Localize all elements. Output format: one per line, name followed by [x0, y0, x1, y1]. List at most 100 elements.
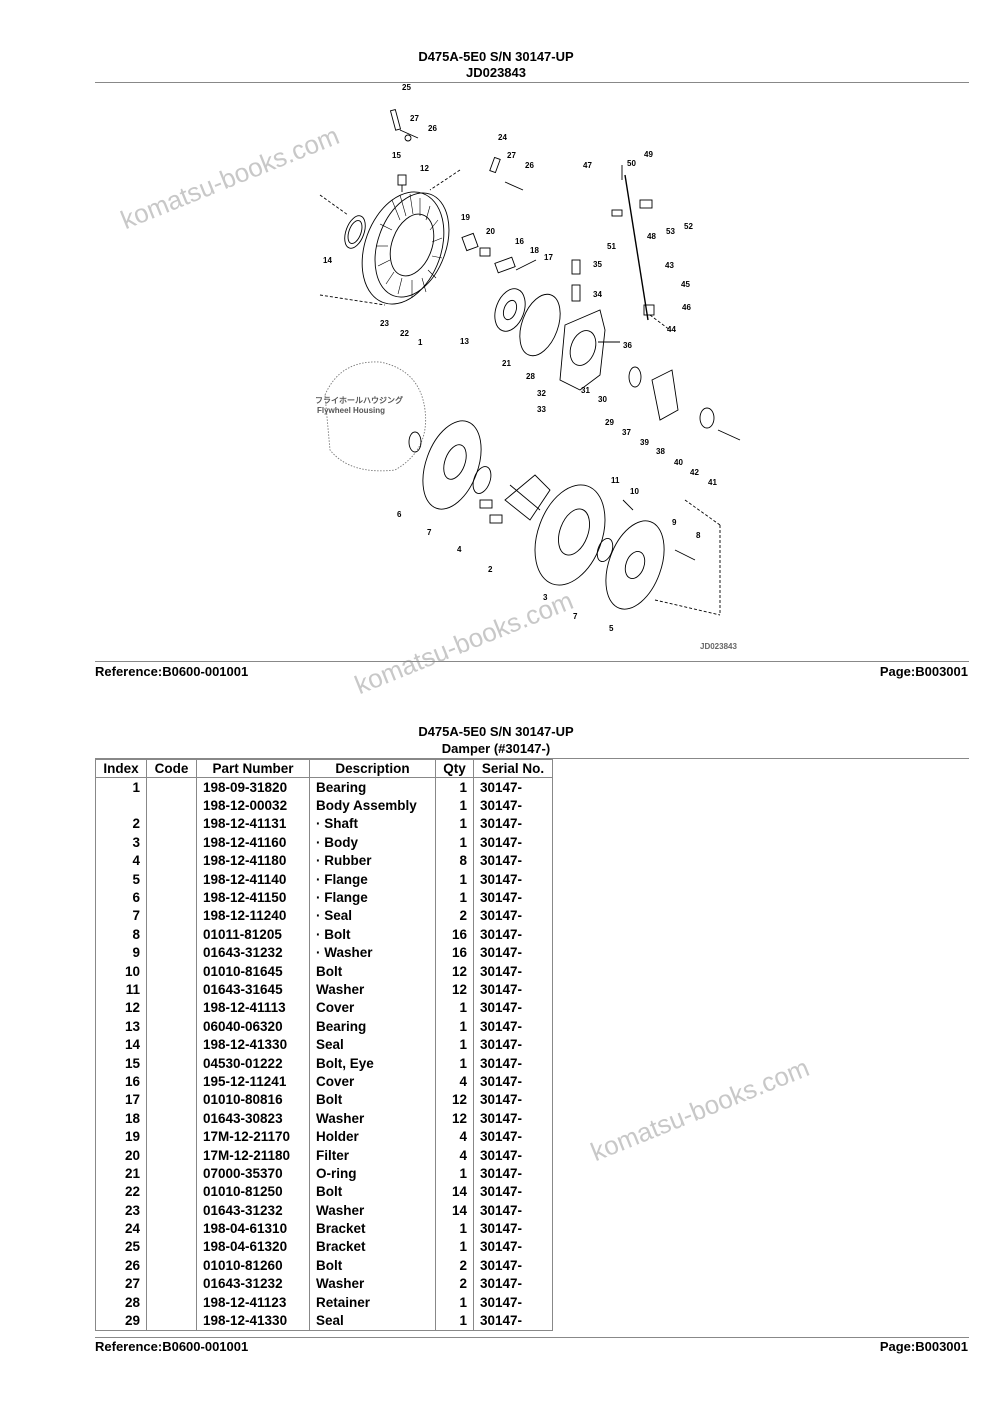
- svg-text:20: 20: [486, 227, 495, 236]
- row-qty: 1: [435, 833, 474, 852]
- row-index: 7: [95, 906, 147, 926]
- row-code: [146, 925, 197, 944]
- header-serial-no: Serial No.: [473, 759, 553, 778]
- svg-text:22: 22: [400, 329, 409, 338]
- svg-text:7: 7: [573, 612, 578, 621]
- row-index: 11: [95, 980, 147, 999]
- row-description: Bolt: [309, 1090, 436, 1110]
- row-code: [146, 869, 197, 889]
- row-part-number: 198-12-41160: [196, 833, 310, 852]
- watermark: komatsu-books.com: [586, 1052, 814, 1168]
- row-serial-no: 30147-: [473, 1274, 553, 1293]
- svg-text:50: 50: [627, 159, 636, 168]
- row-part-number: 198-12-41330: [196, 1035, 310, 1054]
- row-qty: 16: [435, 925, 474, 944]
- row-serial-no: 30147-: [473, 1200, 553, 1220]
- svg-text:34: 34: [593, 290, 602, 299]
- row-index: 8: [95, 925, 147, 944]
- row-code: [146, 1090, 197, 1110]
- svg-text:29: 29: [605, 418, 614, 427]
- svg-text:37: 37: [622, 428, 631, 437]
- svg-text:33: 33: [537, 405, 546, 414]
- svg-text:13: 13: [460, 337, 469, 346]
- row-index: 12: [95, 998, 147, 1018]
- row-qty: 1: [435, 1035, 474, 1054]
- svg-text:10: 10: [630, 487, 639, 496]
- row-serial-no: 30147-: [473, 906, 553, 926]
- row-description: Washer: [309, 1109, 436, 1128]
- svg-text:31: 31: [581, 386, 590, 395]
- row-qty: 4: [435, 1145, 474, 1165]
- row-index: 1: [95, 777, 147, 797]
- row-part-number: 198-09-31820: [196, 777, 310, 797]
- row-description: Bracket: [309, 1237, 436, 1257]
- row-index: 5: [95, 869, 147, 889]
- row-index: 19: [95, 1127, 147, 1146]
- row-part-number: 198-04-61310: [196, 1219, 310, 1238]
- row-part-number: 198-12-00032: [196, 796, 310, 815]
- top-page-number: Page:B003001: [879, 664, 968, 679]
- svg-text:19: 19: [461, 213, 470, 222]
- row-description: Flange: [309, 888, 436, 907]
- row-serial-no: 30147-: [473, 998, 553, 1018]
- row-description: Cover: [309, 998, 436, 1018]
- row-serial-no: 30147-: [473, 943, 553, 962]
- row-serial-no: 30147-: [473, 1219, 553, 1238]
- svg-text:28: 28: [526, 372, 535, 381]
- row-code: [146, 906, 197, 926]
- row-part-number: 01643-30823: [196, 1109, 310, 1128]
- svg-text:18: 18: [530, 246, 539, 255]
- row-code: [146, 1164, 197, 1183]
- row-description: Washer: [309, 943, 436, 962]
- row-part-number: 01010-81260: [196, 1256, 310, 1275]
- row-qty: 1: [435, 888, 474, 907]
- row-part-number: 198-04-61320: [196, 1237, 310, 1257]
- diagram-callouts: 1 2 3 4 5 6 7 7 8 9 10 11 12 13 14 15 16…: [315, 83, 737, 651]
- row-qty: 12: [435, 1090, 474, 1110]
- svg-text:49: 49: [644, 150, 653, 159]
- svg-text:14: 14: [323, 256, 332, 265]
- row-index: 2: [95, 814, 147, 834]
- svg-text:8: 8: [696, 531, 701, 540]
- row-description: Cover: [309, 1072, 436, 1091]
- row-serial-no: 30147-: [473, 833, 553, 852]
- row-index: 9: [95, 943, 147, 962]
- row-part-number: 198-12-41123: [196, 1292, 310, 1312]
- row-index: 17: [95, 1090, 147, 1110]
- row-serial-no: 30147-: [473, 1090, 553, 1110]
- svg-text:44: 44: [667, 325, 676, 334]
- row-serial-no: 30147-: [473, 814, 553, 834]
- row-qty: 2: [435, 906, 474, 926]
- svg-text:53: 53: [666, 227, 675, 236]
- svg-text:41: 41: [708, 478, 717, 487]
- row-code: [146, 961, 197, 981]
- row-part-number: 01011-81205: [196, 925, 310, 944]
- row-index: 15: [95, 1053, 147, 1073]
- row-description: Washer: [309, 1200, 436, 1220]
- svg-text:24: 24: [498, 133, 507, 142]
- row-index: 23: [95, 1200, 147, 1220]
- row-qty: 1: [435, 1164, 474, 1183]
- header-part-number: Part Number: [196, 759, 310, 778]
- row-code: [146, 1292, 197, 1312]
- svg-text:26: 26: [525, 161, 534, 170]
- row-code: [146, 814, 197, 834]
- bottom-reference: Reference:B0600-001001: [95, 1339, 249, 1354]
- svg-text:51: 51: [607, 242, 616, 251]
- row-code: [146, 980, 197, 999]
- header-code: Code: [146, 759, 197, 778]
- row-serial-no: 30147-: [473, 1145, 553, 1165]
- exploded-parts-diagram: 1 2 3 4 5 6 7 7 8 9 10 11 12 13 14 15 16…: [315, 83, 741, 651]
- top-header-rule: [95, 82, 969, 83]
